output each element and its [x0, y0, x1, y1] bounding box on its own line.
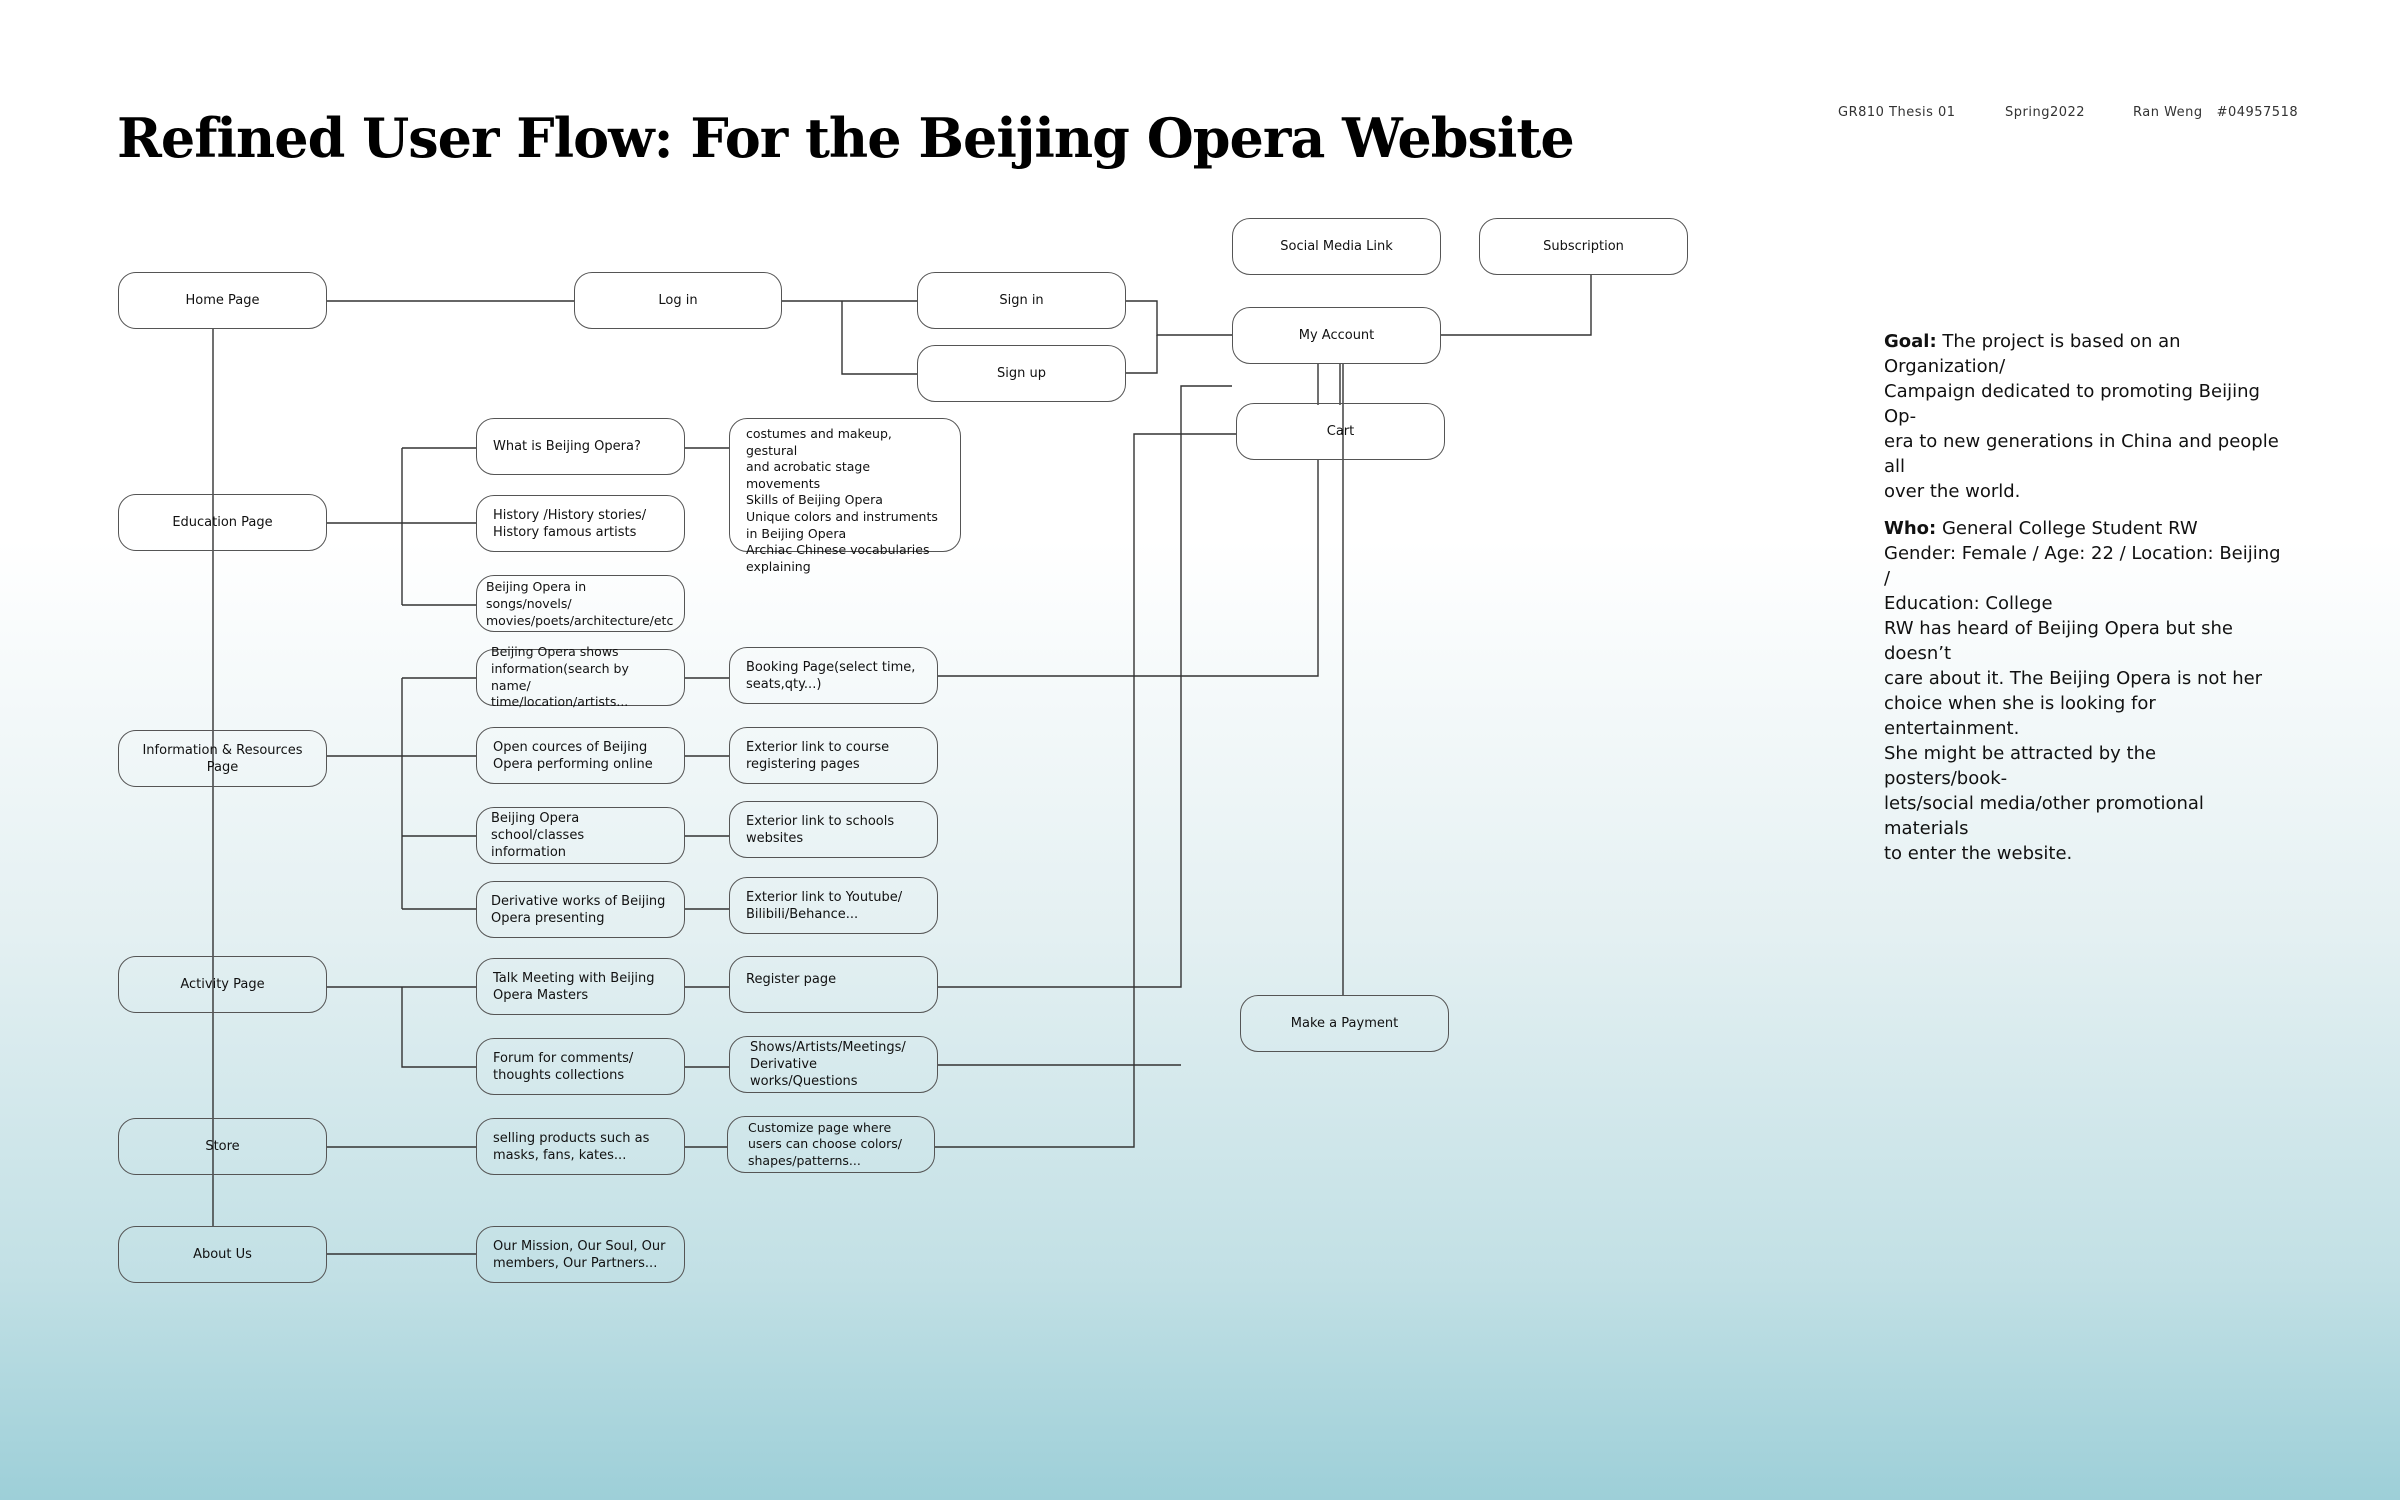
course-code: GR810 Thesis 01: [1838, 105, 1956, 120]
connector-customize-cart: [935, 433, 1236, 1148]
about-us-node[interactable]: About Us: [118, 1226, 327, 1283]
booking-page-node[interactable]: Booking Page(select time,seats,qty...): [729, 647, 938, 704]
register-page-node[interactable]: Register page: [729, 956, 938, 1013]
subscription-node[interactable]: Subscription: [1479, 218, 1688, 275]
youtube-link-node[interactable]: Exterior link to Youtube/Bilibili/Behanc…: [729, 877, 938, 934]
education-page-node[interactable]: Education Page: [118, 494, 327, 551]
login-node[interactable]: Log in: [574, 272, 782, 329]
connector-register-account: [938, 385, 1232, 988]
activity-page-node[interactable]: Activity Page: [118, 956, 327, 1013]
store-node[interactable]: Store: [118, 1118, 327, 1175]
cart-node[interactable]: Cart: [1236, 403, 1445, 460]
forum-node[interactable]: Forum for comments/thoughts collections: [476, 1038, 685, 1095]
goal-paragraph: Goal: The project is based on an Organiz…: [1884, 331, 2279, 502]
connector-signup-branch: [841, 301, 917, 375]
author: Ran Weng #04957518: [2133, 105, 2299, 120]
connector-booking-cart: [938, 460, 1319, 677]
what-is-beijing-opera-node[interactable]: What is Beijing Opera?: [476, 418, 685, 475]
sign-in-node[interactable]: Sign in: [917, 272, 1126, 329]
project-notes: Goal: The project is based on an Organiz…: [1884, 329, 2284, 878]
shows-artists-node[interactable]: Shows/Artists/Meetings/Derivative works/…: [729, 1036, 938, 1093]
connector-account-subscription: [1440, 275, 1592, 336]
opera-in-songs-node[interactable]: Beijing Opera in songs/novels/movies/poe…: [476, 575, 685, 632]
my-account-node[interactable]: My Account: [1232, 307, 1441, 364]
home-page-node[interactable]: Home Page: [118, 272, 327, 329]
who-paragraph: Who: General College Student RW Gender: …: [1884, 518, 2281, 864]
information-resources-page-node[interactable]: Information & Resources Page: [118, 730, 327, 787]
sign-up-node[interactable]: Sign up: [917, 345, 1126, 402]
term: Spring2022: [2005, 105, 2086, 120]
connector-signin-account: [1126, 300, 1232, 336]
what-is-detail-node[interactable]: costumes and makeup, gestural and acroba…: [729, 418, 961, 574]
connector-signup-account: [1126, 335, 1158, 374]
page-title: Refined User Flow: For the Beijing Opera…: [117, 106, 1575, 170]
social-media-link-node[interactable]: Social Media Link: [1232, 218, 1441, 275]
history-node[interactable]: History /History stories/History famous …: [476, 495, 685, 552]
connector-activity-bracket: [401, 987, 476, 1068]
make-payment-node[interactable]: Make a Payment: [1240, 995, 1449, 1052]
